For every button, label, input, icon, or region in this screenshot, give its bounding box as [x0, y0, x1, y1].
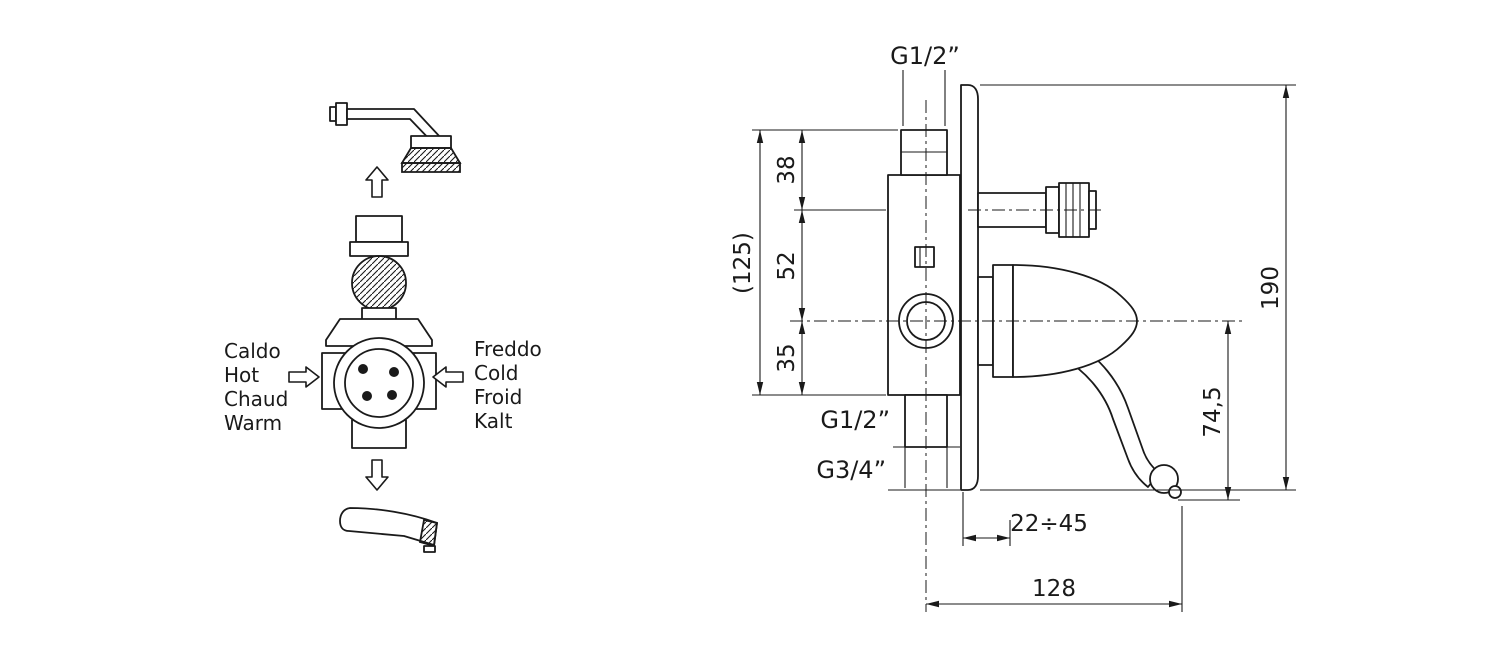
dim-wall-range-22-45: 22÷45 — [963, 511, 1088, 542]
dim-overall-width-128: 128 — [926, 576, 1182, 608]
dim-text-52: 52 — [774, 251, 800, 280]
hot-label-line-2: Hot — [224, 363, 259, 387]
dim-text-38: 38 — [774, 155, 800, 184]
valve-body-side — [887, 174, 961, 396]
lever-ball-tip — [1168, 485, 1182, 499]
shower-head-bell — [400, 147, 462, 164]
dim-text-190: 190 — [1258, 266, 1284, 310]
shower-arm-flange — [335, 102, 348, 126]
dim-text-22-45: 22÷45 — [1010, 511, 1088, 537]
body-detail-block — [914, 246, 935, 268]
valve-side-geometry — [887, 84, 1182, 499]
flow-up-arrow — [365, 166, 389, 198]
tub-spout-aerator — [418, 518, 438, 548]
flow-down-arrow — [365, 459, 389, 491]
cold-label-line-1: Freddo — [474, 337, 542, 361]
flow-schematic: Caldo Hot Chaud Warm Freddo Cold Froid K… — [224, 102, 542, 553]
tub-spout-body — [339, 507, 438, 546]
tub-spout-icon — [339, 507, 438, 553]
valve-top-block — [355, 215, 403, 243]
tub-spout-nub — [423, 545, 436, 553]
dial-dot-3 — [362, 391, 372, 401]
cold-label-line-4: Kalt — [474, 409, 513, 433]
hot-label-line-4: Warm — [224, 411, 282, 435]
mixer-valve-front-view — [321, 215, 437, 449]
lever-ball-end — [1149, 464, 1179, 494]
lever-handle — [1062, 343, 1160, 488]
shower-head-icon — [329, 102, 462, 173]
hot-label-line-1: Caldo — [224, 339, 281, 363]
dim-chain-38-52-35: 38 52 35 — [774, 130, 806, 395]
thread-label-bottom-g34: G3/4” — [816, 456, 886, 484]
thread-label-bottom-g12: G1/2” — [820, 406, 890, 434]
extension-lines — [752, 70, 1296, 612]
cold-label-line-2: Cold — [474, 361, 518, 385]
dim-text-35: 35 — [774, 343, 800, 372]
cold-inlet-arrow — [432, 366, 464, 388]
mounting-bracket — [325, 318, 433, 347]
dim-plate-height-190: 190 — [1258, 85, 1290, 490]
dial-dot-2 — [389, 367, 399, 377]
dial-dot-1 — [358, 364, 368, 374]
cold-label-line-3: Froid — [474, 385, 522, 409]
dial-dot-4 — [387, 390, 397, 400]
escutcheon-plate — [960, 84, 979, 491]
hot-inlet-arrow — [288, 366, 320, 388]
dim-total-depth-125: (125) — [730, 130, 764, 395]
centerlines — [790, 100, 1246, 612]
dimensioned-side-view: (125) 38 52 35 190 74,5 22÷45 — [730, 42, 1296, 612]
hot-inlet-label: Caldo Hot Chaud Warm — [224, 339, 288, 435]
dim-text-74-5: 74,5 — [1200, 386, 1226, 437]
dim-text-128: 128 — [1032, 576, 1076, 602]
cold-inlet-label: Freddo Cold Froid Kalt — [474, 337, 542, 433]
diverter-knob — [351, 255, 407, 311]
thermostat-dial-inner — [344, 348, 414, 418]
valve-collar — [349, 241, 409, 257]
hot-label-line-3: Chaud — [224, 387, 288, 411]
dim-handle-drop-74-5: 74,5 — [1200, 321, 1232, 500]
thread-label-top-g12: G1/2” — [890, 42, 960, 70]
shower-head-cap — [410, 135, 452, 149]
dim-text-125: (125) — [730, 232, 756, 294]
shower-head-face — [401, 162, 461, 173]
